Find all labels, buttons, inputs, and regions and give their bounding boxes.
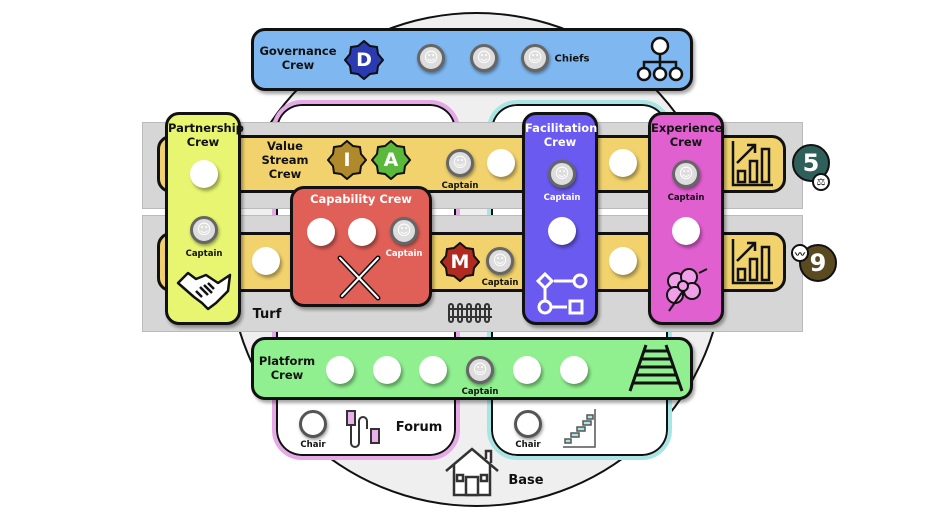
house-icon	[445, 447, 499, 497]
chief-avatar[interactable]: ☺	[521, 44, 549, 72]
member-slot[interactable]	[373, 356, 401, 384]
stairs-icon	[563, 409, 596, 448]
captain-avatar[interactable]: ☺	[486, 247, 514, 275]
org-chart-icon	[636, 36, 684, 82]
captain-label: Captain	[667, 193, 705, 203]
captain-label: Captain	[441, 181, 479, 191]
chair-slot[interactable]	[299, 410, 327, 438]
chiefs-label: Chiefs	[554, 53, 590, 65]
bar-chart-icon	[731, 141, 773, 187]
member-slot[interactable]	[609, 247, 637, 275]
captain-label: Captain	[481, 278, 519, 288]
member-slot[interactable]	[326, 356, 354, 384]
value-stream-title: Value Stream Crew	[261, 139, 309, 181]
member-slot[interactable]	[252, 247, 280, 275]
captain-label: Captain	[461, 387, 499, 397]
chair-label: Chair	[300, 440, 326, 450]
member-slot[interactable]	[348, 218, 376, 246]
captain-avatar[interactable]: ☺	[466, 356, 494, 384]
usb-cable-icon	[346, 410, 380, 448]
tools-icon	[337, 255, 381, 301]
handshake-icon	[176, 271, 232, 311]
member-slot[interactable]	[190, 160, 218, 188]
member-slot[interactable]	[548, 217, 576, 245]
chair-slot[interactable]	[514, 410, 542, 438]
captain-avatar[interactable]: ☺	[672, 160, 700, 188]
base-label: Base	[508, 473, 544, 488]
pulse-icon: 〰	[791, 244, 809, 262]
member-slot[interactable]	[307, 218, 335, 246]
bar-chart-icon	[731, 239, 773, 285]
experience-title: Experience Crew	[651, 121, 723, 149]
star-badge-d	[344, 40, 384, 80]
capability-title: Capability Crew	[310, 192, 412, 206]
chief-avatar[interactable]: ☺	[470, 44, 498, 72]
captain-label: Captain	[385, 249, 423, 259]
rails-icon	[628, 344, 684, 392]
star-i-label: I	[343, 149, 351, 171]
captain-avatar[interactable]: ☺	[190, 216, 218, 244]
forum-label: Forum	[395, 420, 443, 435]
captain-label: Captain	[543, 193, 581, 203]
scales-icon: ⚖	[812, 173, 830, 191]
turf-label: Turf	[252, 307, 282, 322]
fence-icon	[448, 303, 492, 323]
member-slot[interactable]	[609, 149, 637, 177]
member-slot[interactable]	[560, 356, 588, 384]
member-slot[interactable]	[513, 356, 541, 384]
star-badge-a	[371, 140, 411, 180]
platform-title: Platform Crew	[258, 354, 316, 382]
captain-label: Captain	[185, 249, 223, 259]
captain-avatar[interactable]: ☺	[390, 217, 418, 245]
capability-crew[interactable]	[290, 186, 432, 307]
star-badge-m	[440, 242, 480, 282]
star-badge-i	[327, 140, 367, 180]
captain-avatar[interactable]: ☺	[446, 149, 474, 177]
member-slot[interactable]	[672, 217, 700, 245]
member-slot[interactable]	[487, 149, 515, 177]
governance-title: Governance Crew	[259, 44, 337, 72]
health-count-badge: 9	[799, 244, 837, 282]
chief-avatar[interactable]: ☺	[417, 44, 445, 72]
star-m-label: M	[450, 251, 470, 273]
facilitation-title: Facilitation Crew	[525, 121, 598, 149]
star-a-label: A	[383, 149, 399, 171]
star-d-label: D	[356, 49, 372, 71]
chair-label: Chair	[515, 440, 541, 450]
partnership-title: Partnership Crew	[168, 121, 244, 149]
flower-icon	[666, 268, 708, 312]
flow-icon	[536, 271, 588, 315]
member-slot[interactable]	[419, 356, 447, 384]
captain-avatar[interactable]: ☺	[548, 160, 576, 188]
